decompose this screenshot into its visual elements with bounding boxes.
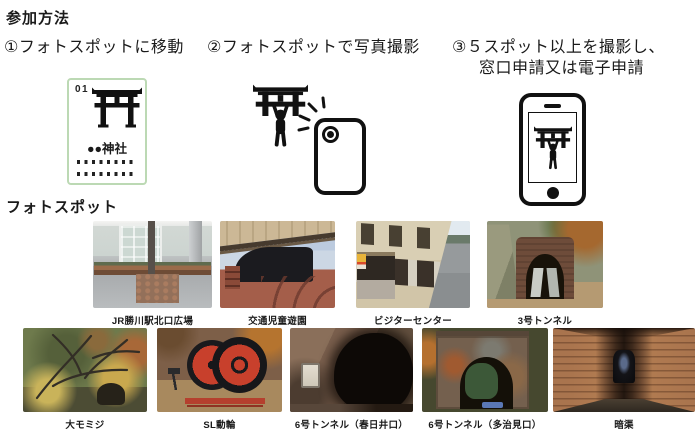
photo-culvert [553,328,695,412]
step-3-line2: 窓口申請又は電子申請 [479,60,645,77]
tree-trunk-shape [147,221,155,286]
photo-tunnel-no6-kasugai [290,328,413,412]
path-ground-shape [487,299,603,308]
phone-back-icon [314,118,366,195]
spot-card-number: 01 [75,84,90,95]
tripod-shape [168,368,180,391]
camera-flash-icon [297,96,326,132]
photo-caption: 6号トンネル（多治見口） [428,420,542,429]
viewing-steps-shape [224,266,240,289]
smartphone-icon [519,93,586,206]
photo-sl-driving-wheels [157,328,282,412]
photo-caption: 大モミジ [65,420,105,429]
culvert-end-light-shape [612,349,636,384]
photo-jr-kachigawa-north-plaza [93,221,212,308]
curved-track-lines-shape [261,275,335,308]
photo-visitor-center [356,221,470,308]
photo-spot-item: JR勝川駅北口広場 [93,221,212,327]
torii-icon [92,86,142,130]
brick-planter-base-shape [135,274,179,303]
photo-big-maple [23,328,147,412]
right-wheel-shape [212,337,267,393]
phone-camera-dot [327,131,334,138]
spot-card-name: ●●神社 [86,142,128,156]
step-2-label: ②フォトスポットで写真撮影 [207,39,420,56]
station-glass-panel-shape [119,224,162,264]
photo-tunnel-no6-tajimi [422,328,548,412]
tunnel-floor-shape [290,404,413,412]
photo-spot-item: 交通児童遊園 [220,221,335,327]
photo-caption: 6号トンネル（春日井口） [294,420,409,429]
tunnel-hole-shape [334,333,413,411]
step-3-label: ③５スポット以上を撮影し、 窓口申請又は電子申請 [452,37,665,79]
photo-caption: 交通児童遊園 [248,316,307,327]
blue-tarp-shape [482,401,503,408]
spot-card-illustration: 01 ●●神社 [67,78,147,185]
photo-tunnel-no3 [487,221,603,308]
torii-person-icon [534,121,572,175]
culvert-ceiling-shape [553,328,695,339]
photo-spot-item: 大モミジ [23,328,147,429]
dark-hollow-shape [97,383,125,406]
rock-slope-shape [487,224,520,303]
photo-spot-item: 3号トンネル [487,221,603,327]
step-3-line1: ③５スポット以上を撮影し、 [452,39,665,56]
photo-caption: 3号トンネル [517,316,573,327]
photo-traffic-childrens-park [220,221,335,308]
concrete-pillar-shape [189,221,203,272]
page-title: 参加方法 [6,10,71,27]
phone-screen [528,112,577,183]
photo-caption: ビジターセンター [373,316,453,327]
tunnel-arch-shape [526,254,564,300]
green-tree-shape [464,363,498,399]
step-1-label: ①フォトスポットに移動 [4,39,184,56]
photo-spot-item: SL動輪 [157,328,282,429]
phone-camera-lens-icon [322,126,339,143]
photo-spot-item: 暗渠 [553,328,695,429]
photo-caption: 暗渠 [614,420,634,429]
wall-plaque-shape [301,363,320,389]
yellow-sign-shape [357,254,367,269]
photo-spot-item: 6号トンネル（春日井口） [290,328,413,429]
red-base-frame-shape [184,397,265,404]
photo-spot-item: 6号トンネル（多治見口） [422,328,548,429]
tree-branches-shape [35,333,141,400]
phone-speaker-bar [544,104,561,108]
phone-home-button [546,187,559,199]
section-title: フォトスポット [6,199,119,216]
culvert-floor-shape [553,398,695,412]
upper-windows-shape [360,223,443,250]
dotted-text-line [77,172,137,176]
photo-caption: SL動輪 [203,420,236,429]
photo-spot-item: ビジターセンター [356,221,470,327]
dotted-text-line [77,160,137,164]
photo-caption: JR勝川駅北口広場 [111,316,194,327]
